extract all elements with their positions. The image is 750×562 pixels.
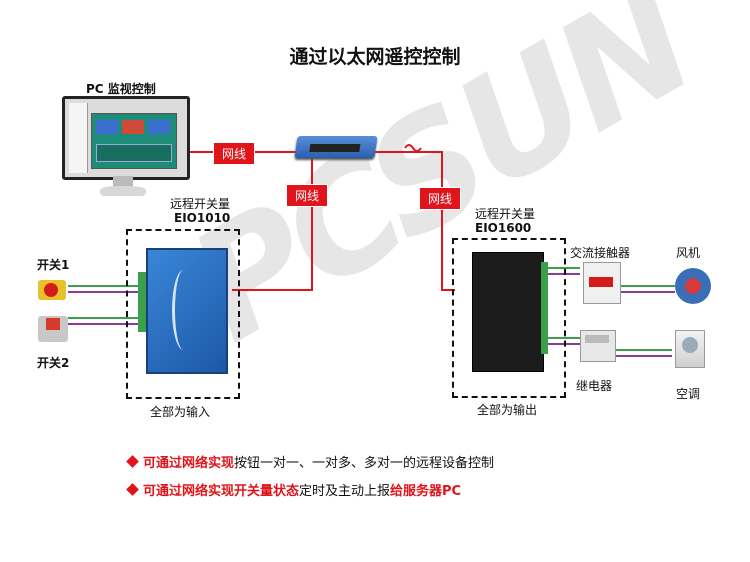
eio1010-device xyxy=(146,248,228,374)
eio1010-name-line1: 远程开关量 xyxy=(170,197,231,211)
cable-label-1: 网线 xyxy=(213,142,256,165)
switch2-icon xyxy=(38,316,68,342)
diamond-bullet-icon xyxy=(126,483,139,496)
pc-label: PC 监视控制 xyxy=(86,82,156,96)
bullet-2-red2: 给服务器PC xyxy=(390,484,462,499)
bullet-2-red: 可通过网络实现开关量状态 xyxy=(143,484,300,499)
switch1-label: 开关1 xyxy=(37,258,70,272)
cable-label-2: 网线 xyxy=(286,184,329,207)
eio1600-dashed-box xyxy=(452,238,566,398)
eio1600-name-line2: EIO1600 xyxy=(475,221,532,235)
pc-screen-sidebar xyxy=(69,103,88,173)
contactor-icon xyxy=(583,262,621,304)
pc-stand-neck xyxy=(113,176,133,188)
eio1010-dashed-box xyxy=(126,229,240,399)
pc-screen-panel xyxy=(91,113,177,169)
bullet-2-black: 定时及主动上报 xyxy=(299,484,391,499)
pc-monitor xyxy=(62,96,190,180)
contactor-label: 交流接触器 xyxy=(570,246,631,260)
bullet-line-1: 可通过网络实现按钮一对一、一对多、多对一的远程设备控制 xyxy=(126,452,495,471)
cable-switch-to-eio1010 xyxy=(232,155,313,291)
switch1-icon xyxy=(38,280,66,300)
pc-stand-base xyxy=(100,186,146,196)
relay-label: 继电器 xyxy=(576,379,613,393)
eio1600-name-line1: 远程开关量 xyxy=(475,207,536,221)
bullet-1-red: 可通过网络实现 xyxy=(143,456,235,471)
ac-icon xyxy=(675,330,705,368)
relay-icon xyxy=(580,330,616,362)
ac-label: 空调 xyxy=(676,387,701,401)
eio1600-device xyxy=(472,252,544,372)
cable-switch-to-eio1600 xyxy=(370,151,455,291)
cable-label-3: 网线 xyxy=(419,187,462,210)
fan-icon xyxy=(675,268,711,304)
ethernet-switch xyxy=(294,136,378,158)
diamond-bullet-icon xyxy=(126,455,139,468)
switch2-label: 开关2 xyxy=(37,356,70,370)
fan-label: 风机 xyxy=(676,246,701,260)
eio1600-terminal-block xyxy=(541,262,548,354)
eio1010-name-line2: EIO1010 xyxy=(174,211,231,225)
eio1010-caption: 全部为输入 xyxy=(150,405,211,419)
bullet-line-2: 可通过网络实现开关量状态定时及主动上报给服务器PC xyxy=(126,480,462,499)
page-title: 通过以太网遥控控制 xyxy=(289,46,461,68)
eio1010-terminal-block xyxy=(138,272,146,332)
bullet-1-black: 按钮一对一、一对多、多对一的远程设备控制 xyxy=(234,456,495,471)
eio1600-caption: 全部为输出 xyxy=(477,403,538,417)
cable-break-mark xyxy=(404,144,422,152)
